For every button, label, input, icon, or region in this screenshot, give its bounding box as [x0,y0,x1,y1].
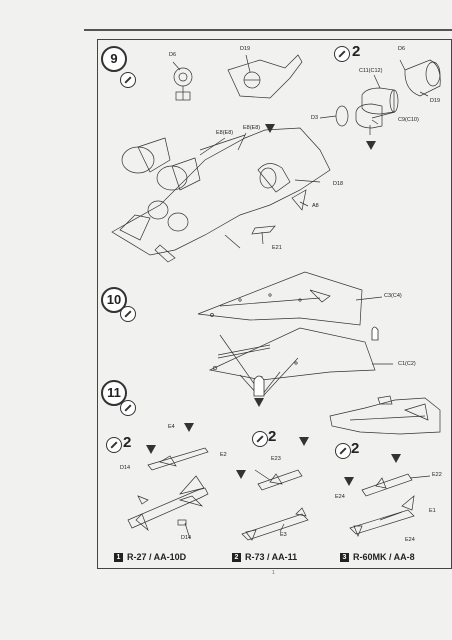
wheel-bay-d19 [227,54,303,99]
caption-text: R-60MK / AA-8 [353,552,415,562]
part-label: C9(C10) [398,117,419,123]
part-label: E23 [271,456,281,462]
missile-caption-1: 1 R-27 / AA-10D [114,552,187,563]
cement-icon [120,72,136,88]
part-label: D18 [333,181,344,187]
part-label: D14 [120,465,131,471]
part-label: D19 [240,46,251,52]
make-two-icon [334,46,350,62]
wheel-part-d6 [173,67,193,101]
nozzle-exploded [335,59,441,129]
quantity-label: 2 [123,434,132,451]
part-label: C11(C12) [359,68,383,74]
caption-text: R-27 / AA-10D [127,552,187,562]
part-label: D6 [398,46,406,52]
missile-caption-3: 3 R-60MK / AA-8 [340,552,415,563]
step-number-9: 9 [101,46,127,72]
quantity-label: 2 [352,43,361,60]
part-label: E24 [335,494,345,500]
fuselage-step11 [329,395,441,435]
part-label: E8(E8) [243,125,261,131]
part-label: C3(C4) [384,293,402,299]
part-label: E24 [405,537,415,543]
missile-r60 [349,473,415,537]
part-label: D14 [181,535,192,541]
quantity-label: 2 [268,428,277,445]
part-label: D6 [169,52,177,58]
part-label: A8 [312,203,319,209]
make-two-icon [335,443,351,459]
caption-number: 2 [232,553,241,563]
caption-number: 3 [340,553,349,563]
part-label: E22 [432,472,442,478]
part-label: C1(C2) [398,361,416,367]
fuselage-step9 [111,127,331,263]
caption-number: 1 [114,553,123,563]
part-label: E21 [272,245,282,251]
page-number: 1 [272,570,275,576]
make-two-icon [252,431,268,447]
missile-caption-2: 2 R-73 / AA-11 [232,552,298,563]
wing-lower-c1 [208,327,376,396]
wing-upper-c3 [197,271,363,326]
make-two-icon [106,437,122,453]
quantity-label: 2 [351,440,360,457]
cement-icon [120,400,136,416]
part-label: E3 [280,532,287,538]
part-label: E8(E8) [216,130,234,136]
part-label: E4 [168,424,175,430]
caption-text: R-73 / AA-11 [245,552,298,562]
cement-icon [120,306,136,322]
header-rule [84,29,452,31]
part-label: D3 [311,115,319,121]
missile-r27 [127,447,209,532]
missile-r73 [241,469,309,541]
part-label: E1 [429,508,436,514]
part-label: E2 [220,452,227,458]
part-label: D19 [430,98,441,104]
